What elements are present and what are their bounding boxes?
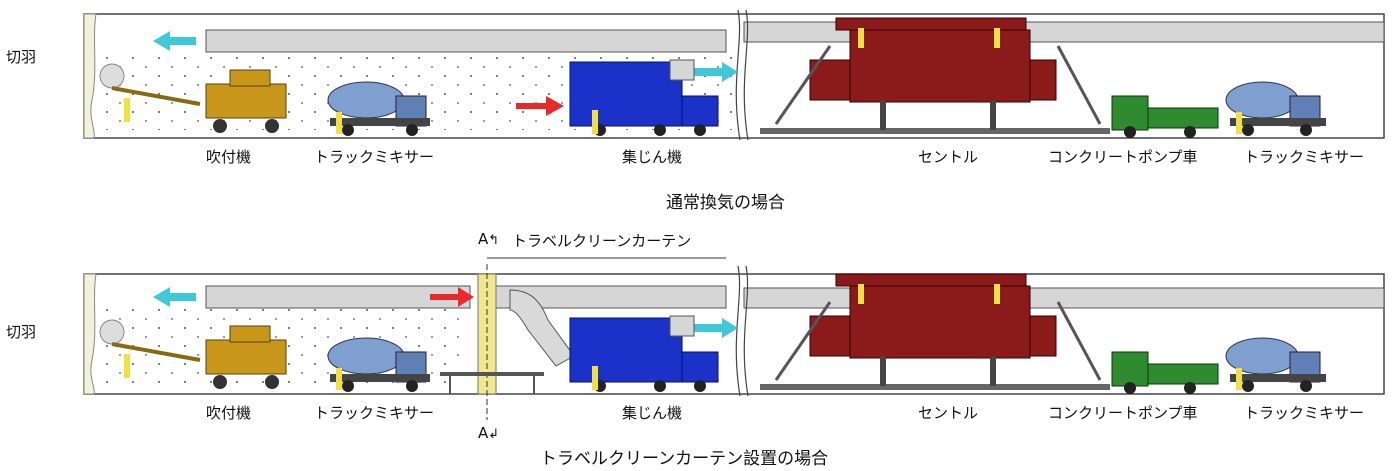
bottom-label-central-form: セントル	[918, 404, 979, 422]
top-concrete-pump-truck	[1111, 95, 1219, 138]
bottom-vent-duct-right	[743, 287, 1385, 309]
top-airflow-arrow-left	[153, 31, 196, 51]
bottom-label-dust-collector: 集じん機	[622, 404, 683, 422]
section-mark-bottom: A↲	[478, 424, 499, 442]
curtain-label: トラベルクリーンカーテン	[512, 232, 692, 250]
top-dust-collector	[569, 59, 719, 136]
bottom-break-line-2	[743, 265, 749, 397]
face-label-bottom: 切羽	[6, 323, 37, 341]
bottom-concrete-pump-truck	[1111, 351, 1219, 394]
bottom-central-form	[760, 273, 1110, 390]
section-mark-bottom-letter: A	[478, 424, 489, 442]
bottom-dust-collector	[569, 315, 719, 392]
bottom-caption: トラベルクリーンカーテン設置の場合	[540, 449, 829, 469]
top-label-shotcrete-machine: 吹付機	[206, 148, 252, 166]
top-break-line-1	[735, 9, 741, 141]
bottom-label-concrete-pump-truck: コンクリートポンプ車	[1048, 404, 1198, 422]
top-shotcrete-machine	[99, 63, 287, 133]
bottom-break-line-1	[735, 265, 741, 397]
top-vent-duct-left	[205, 29, 727, 53]
travel-clean-curtain	[440, 257, 726, 420]
bottom-face-wall	[83, 273, 97, 395]
bottom-label-shotcrete-machine: 吹付機	[206, 404, 252, 422]
top-label-dust-collector: 集じん機	[622, 148, 683, 166]
top-label-central-form: セントル	[918, 148, 979, 166]
top-label-truck-mixer-1: トラックミキサー	[314, 148, 435, 166]
bottom-shotcrete-machine	[99, 319, 287, 389]
bottom-truck-mixer-2	[1225, 337, 1326, 392]
section-arrow-top-icon: ↰	[488, 233, 500, 248]
bottom-panel	[83, 257, 1385, 420]
top-label-concrete-pump-truck: コンクリートポンプ車	[1048, 148, 1198, 166]
bottom-airflow-arrow-left	[153, 287, 196, 307]
top-caption: 通常換気の場合	[666, 193, 785, 213]
top-dust-arrow	[516, 96, 564, 116]
top-central-form	[760, 17, 1110, 134]
top-truck-mixer-1	[327, 81, 430, 136]
bottom-airflow-arrow-right	[694, 318, 738, 338]
bottom-label-truck-mixer-1: トラックミキサー	[314, 404, 435, 422]
top-label-truck-mixer-2: トラックミキサー	[1244, 148, 1365, 166]
bottom-label-truck-mixer-2: トラックミキサー	[1244, 404, 1365, 422]
section-mark-top: A↰	[478, 230, 499, 248]
top-face-wall	[83, 13, 97, 139]
top-break-line-2	[743, 9, 749, 141]
section-mark-top-letter: A	[478, 230, 489, 248]
bottom-dust-arrow	[430, 287, 474, 307]
face-label-top: 切羽	[6, 48, 37, 66]
top-panel	[83, 9, 1385, 141]
bottom-truck-mixer-1	[327, 337, 430, 392]
top-truck-mixer-2	[1225, 81, 1326, 136]
top-airflow-arrow-right	[694, 62, 738, 82]
section-arrow-bottom-icon: ↲	[488, 427, 500, 442]
